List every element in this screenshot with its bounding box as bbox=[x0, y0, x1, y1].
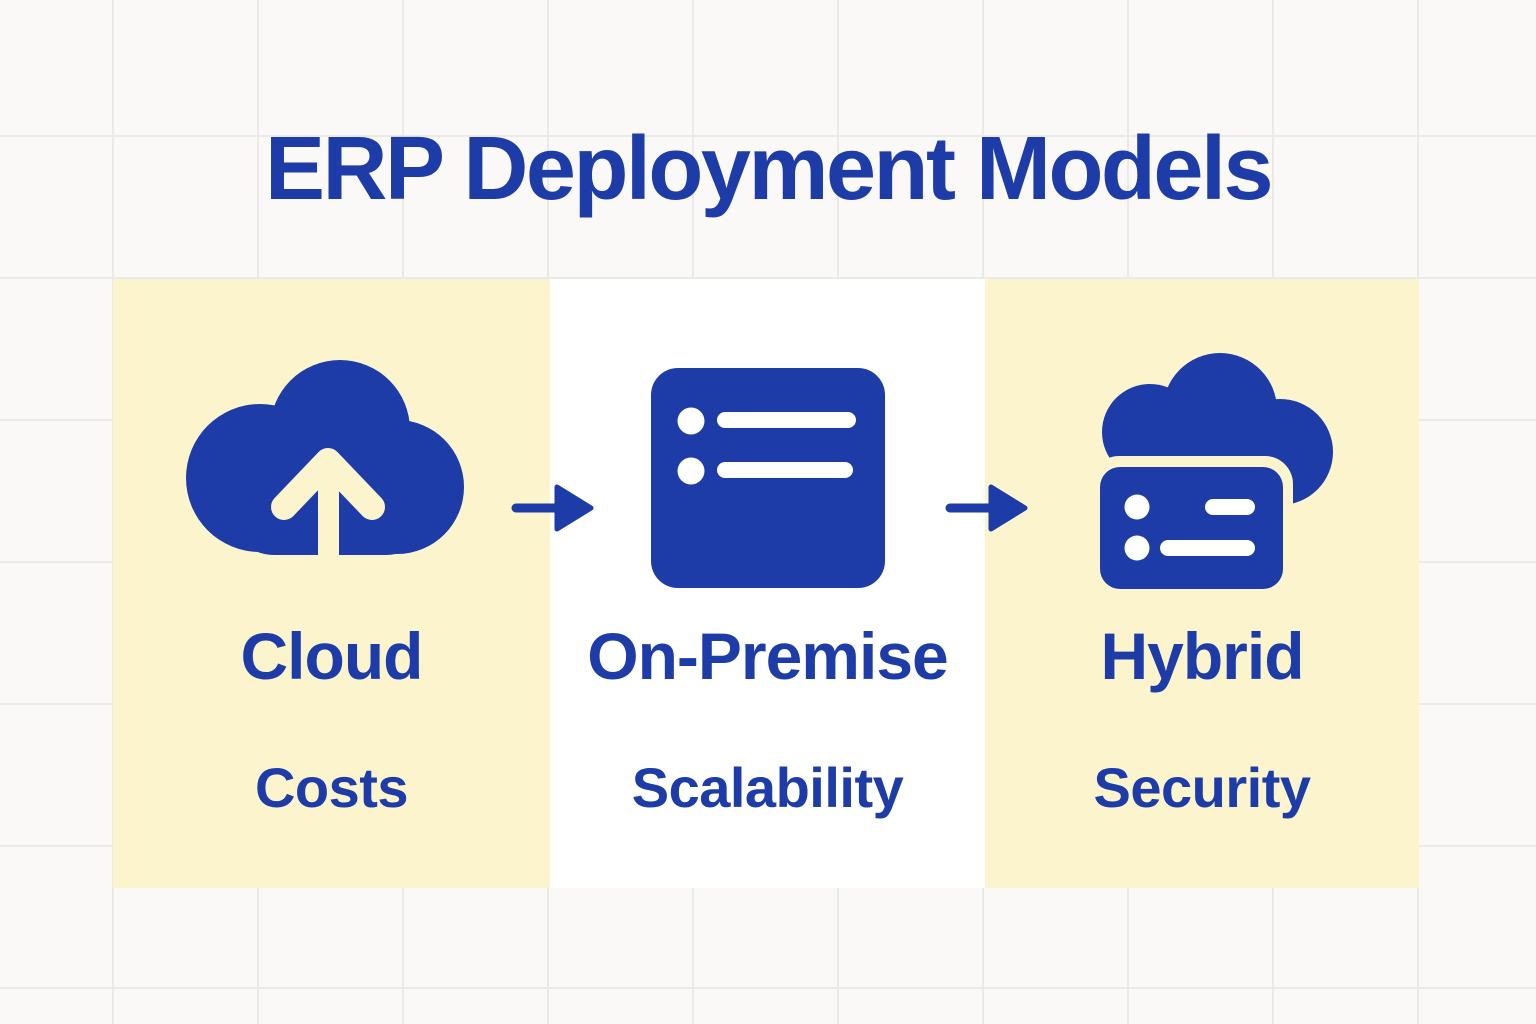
column-label: On-Premise bbox=[587, 619, 948, 693]
column-sublabel: Security bbox=[1093, 756, 1312, 819]
arrow-right-icon bbox=[511, 484, 594, 532]
column-sublabel: Scalability bbox=[631, 756, 904, 819]
column-label: Hybrid bbox=[1100, 619, 1304, 693]
page-title: ERP Deployment Models bbox=[264, 119, 1274, 219]
cloud-server-icon bbox=[1091, 353, 1333, 599]
panel-hybrid: Hybrid Security bbox=[985, 279, 1419, 888]
column-label: Cloud bbox=[240, 619, 424, 693]
server-list-icon bbox=[651, 368, 885, 588]
panel-on-premise: On-Premise Scalability bbox=[550, 279, 985, 888]
column-sublabel: Costs bbox=[254, 756, 409, 819]
panel-cloud: Cloud Costs bbox=[113, 279, 550, 888]
arrow-right-icon bbox=[945, 484, 1028, 532]
cloud-upload-icon bbox=[186, 360, 464, 558]
